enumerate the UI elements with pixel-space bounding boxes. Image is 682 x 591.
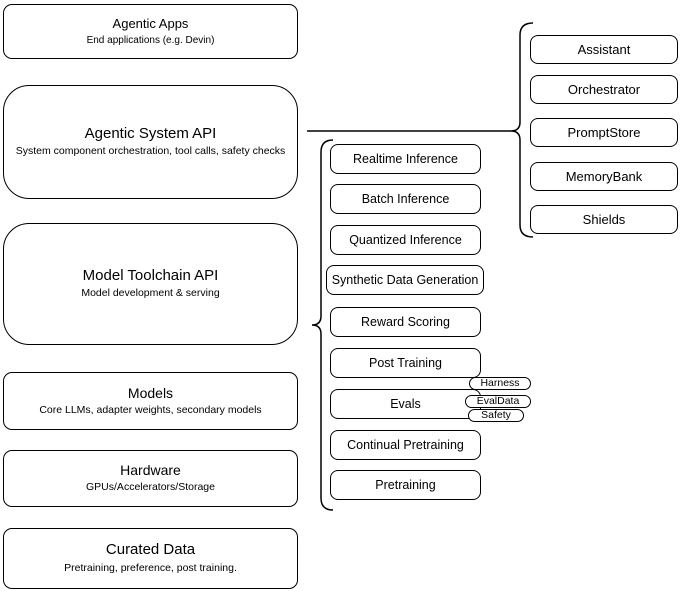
- box-hardware: Hardware GPUs/Accelerators/Storage: [3, 450, 298, 507]
- box-models-title: Models: [127, 384, 174, 401]
- toolchain-box-quantized-inference: Quantized Inference: [330, 225, 481, 255]
- toolchain-group-brace: [311, 139, 334, 511]
- toolchain-box-continual-pretraining: Continual Pretraining: [330, 430, 481, 460]
- box-agentic-apps: Agentic Apps End applications (e.g. Devi…: [3, 4, 298, 59]
- box-curated-data-subtitle: Pretraining, preference, post training.: [64, 561, 237, 574]
- box-curated-data: Curated Data Pretraining, preference, po…: [3, 528, 298, 589]
- tag-safety: Safety: [468, 409, 524, 422]
- box-hardware-subtitle: GPUs/Accelerators/Storage: [86, 481, 215, 494]
- box-curated-data-title: Curated Data: [105, 541, 196, 559]
- box-hardware-title: Hardware: [120, 462, 181, 479]
- toolchain-box-reward-scoring: Reward Scoring: [330, 307, 481, 337]
- box-models-subtitle: Core LLMs, adapter weights, secondary mo…: [39, 403, 262, 416]
- toolchain-box-synthetic-data-generation: Synthetic Data Generation: [326, 265, 484, 295]
- box-agentic-system-api-subtitle: System component orchestration, tool cal…: [15, 145, 286, 158]
- box-model-toolchain-api-title: Model Toolchain API: [82, 266, 219, 284]
- box-agentic-system-api: Agentic System API System component orch…: [3, 85, 298, 199]
- toolchain-box-batch-inference: Batch Inference: [330, 184, 481, 214]
- box-agentic-apps-subtitle: End applications (e.g. Devin): [86, 35, 215, 47]
- tag-evaldata: EvalData: [465, 395, 531, 408]
- box-model-toolchain-api-subtitle: Model development & serving: [81, 287, 220, 300]
- toolchain-box-evals: Evals: [330, 389, 481, 419]
- box-model-toolchain-api: Model Toolchain API Model development & …: [3, 223, 298, 345]
- system-box-promptstore: PromptStore: [530, 118, 678, 147]
- system-box-memorybank: MemoryBank: [530, 162, 678, 191]
- system-box-shields: Shields: [530, 205, 678, 234]
- box-models: Models Core LLMs, adapter weights, secon…: [3, 372, 298, 430]
- system-box-assistant: Assistant: [530, 35, 678, 64]
- system-group-brace: [510, 22, 534, 238]
- box-agentic-system-api-title: Agentic System API: [84, 124, 217, 142]
- system-box-orchestrator: Orchestrator: [530, 75, 678, 104]
- toolchain-box-pretraining: Pretraining: [330, 470, 481, 500]
- box-agentic-apps-title: Agentic Apps: [112, 15, 189, 31]
- tag-harness: Harness: [469, 377, 531, 390]
- toolchain-box-post-training: Post Training: [330, 348, 481, 378]
- toolchain-box-realtime-inference: Realtime Inference: [330, 144, 481, 174]
